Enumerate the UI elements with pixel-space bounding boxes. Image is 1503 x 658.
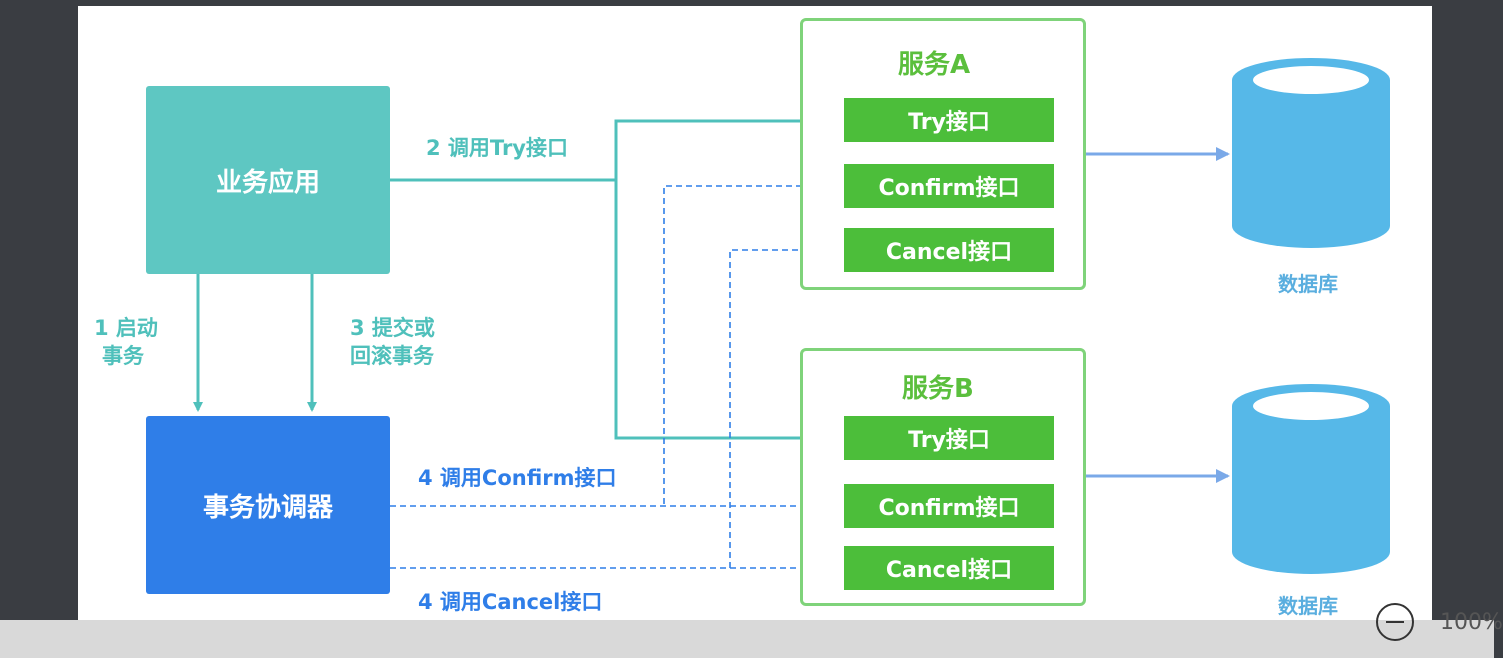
edge-label-commit-line1: 3 提交或 [350,316,435,340]
edge-call-try-b [614,180,840,443]
database-icon [1232,384,1390,574]
service-a-try-node: Try接口 [844,98,1054,142]
edge-label-start-line1: 1 启动 [94,316,158,340]
service-a-title: 服务A [898,50,971,80]
bottom-bar [0,620,1494,658]
edge-label-start-line2: 事务 [102,344,144,368]
edge-label-start: 1 启动 事务 [94,314,158,370]
database-b-label: 数据库 [1278,594,1338,618]
database-a-label: 数据库 [1278,272,1338,296]
edge-label-call-cancel: 4 调用Cancel接口 [418,590,603,614]
service-b-title: 服务B [902,374,974,404]
edge-label-commit: 3 提交或 回滚事务 [350,314,435,370]
service-a-confirm-node: Confirm接口 [844,164,1054,208]
service-a-cancel-node: Cancel接口 [844,228,1054,272]
service-b-cancel-node: Cancel接口 [844,546,1054,590]
edge-confirm-a [663,181,840,504]
database-icon [1232,58,1390,248]
transaction-coordinator-node: 事务协调器 [146,416,390,594]
zoom-out-button[interactable] [1376,603,1414,641]
business-app-node: 业务应用 [146,86,390,274]
edge-label-call-confirm: 4 调用Confirm接口 [418,466,617,490]
edge-label-commit-line2: 回滚事务 [350,344,434,368]
service-b-try-node: Try接口 [844,416,1054,460]
edge-call-try-a [390,116,840,182]
edge-label-call-try: 2 调用Try接口 [426,136,568,160]
service-b-confirm-node: Confirm接口 [844,484,1054,528]
zoom-level: 100% [1440,610,1503,635]
